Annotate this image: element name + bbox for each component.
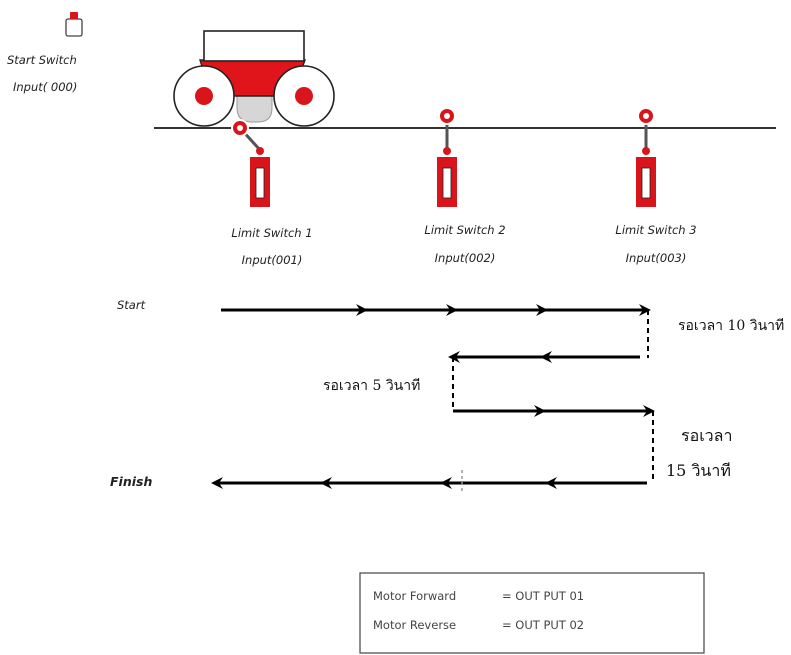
legend-motor-forward: Motor Forward <box>373 589 456 603</box>
limit-switch-3-label: Limit Switch 3 <box>615 223 696 237</box>
wait-15-label-line2: 15 วินาที <box>666 461 731 480</box>
legend-motor-reverse-value: = OUT PUT 02 <box>502 618 584 632</box>
limit-switch-2-label: Limit Switch 2 <box>424 223 505 237</box>
start-label: Start <box>117 298 146 312</box>
finish-label: Finish <box>110 474 152 489</box>
cart-wheel-right <box>273 65 335 127</box>
start-switch-input-label: Input( 000) <box>13 80 77 94</box>
limit-switch-3-input: Input(003) <box>626 251 687 265</box>
cart-wheel-left <box>173 65 235 127</box>
cart-icon <box>173 30 335 127</box>
limit-switch-3-icon <box>636 107 656 207</box>
limit-switch-1-label: Limit Switch 1 <box>231 226 312 240</box>
limit-switch-1-input: Input(001) <box>242 253 303 267</box>
limit-switch-2-icon <box>437 107 457 207</box>
wait-10-label: รอเวลา 10 วินาที <box>678 318 784 334</box>
wait-5-label: รอเวลา 5 วินาที <box>323 378 420 394</box>
wait-15-label-line1: รอเวลา <box>681 426 732 445</box>
limit-switch-2-input: Input(002) <box>435 251 496 265</box>
limit-switch-1-icon <box>231 119 270 207</box>
legend-motor-reverse: Motor Reverse <box>373 618 456 632</box>
legend-box: Motor Forward = OUT PUT 01 Motor Reverse… <box>359 572 705 654</box>
legend-motor-forward-value: = OUT PUT 01 <box>502 589 584 603</box>
start-switch-icon[interactable] <box>65 12 83 37</box>
start-switch-label: Start Switch <box>7 53 77 67</box>
